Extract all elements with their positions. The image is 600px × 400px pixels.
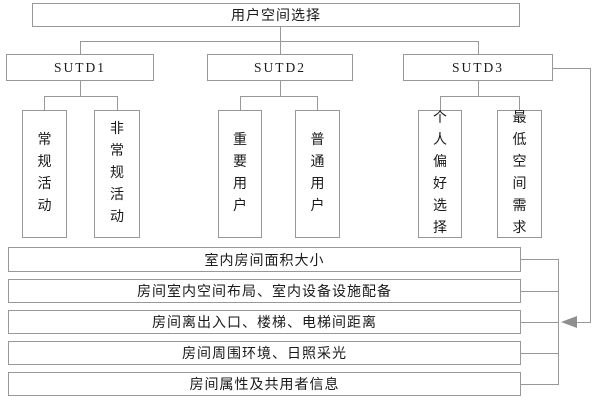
- criteria-bar-label: 房间离出入口、楼梯、电梯间距离: [152, 316, 377, 331]
- connector-line: [317, 96, 318, 110]
- connector-line: [240, 96, 241, 110]
- criteria-bar-distance: 房间离出入口、楼梯、电梯间距离: [8, 310, 521, 334]
- connector-line: [117, 96, 118, 110]
- leaf-node-label: 非常规活动: [110, 122, 124, 225]
- connector-line: [80, 41, 81, 54]
- connector-line: [519, 96, 520, 110]
- connector-line: [521, 322, 559, 323]
- criteria-bar-attributes-cousers: 房间属性及共用者信息: [8, 372, 521, 396]
- leaf-node-regular-activities: 常规活动: [22, 110, 67, 238]
- connector-line: [440, 96, 441, 110]
- connector-line: [80, 41, 478, 42]
- leaf-node-personal-preference: 个人偏好选择: [418, 110, 462, 238]
- leaf-node-label: 普通用户: [310, 133, 325, 214]
- branch-node-label: SUTD3: [451, 59, 504, 75]
- connector-line: [44, 96, 118, 97]
- connector-line: [280, 81, 281, 96]
- leaf-node-important-users: 重要用户: [218, 110, 262, 238]
- leaf-node-label: 最低空间需求: [512, 111, 527, 236]
- connector-line: [478, 41, 479, 54]
- leaf-node-label: 个人偏好选择: [433, 111, 447, 236]
- root-node-label: 用户空间选择: [231, 9, 321, 24]
- branch-node-sutd1: SUTD1: [6, 54, 154, 81]
- connector-line: [240, 96, 318, 97]
- connector-line: [80, 81, 81, 96]
- arrowhead-left-icon: [561, 316, 577, 328]
- connector-line: [521, 259, 559, 260]
- leaf-node-label: 重要用户: [233, 133, 247, 214]
- criteria-bar-environment-daylight: 房间周围环境、日照采光: [8, 341, 521, 365]
- branch-node-label: SUTD2: [253, 59, 306, 75]
- leaf-node-label: 常规活动: [37, 133, 52, 214]
- connector-line: [553, 68, 590, 69]
- criteria-bar-label: 室内房间面积大小: [204, 253, 325, 269]
- connector-line: [590, 68, 591, 323]
- branch-node-sutd2: SUTD2: [207, 54, 353, 81]
- leaf-node-ordinary-users: 普通用户: [295, 110, 340, 238]
- connector-line: [521, 384, 559, 385]
- connector-line: [521, 291, 559, 292]
- connector-line: [521, 353, 559, 354]
- criteria-bar-layout-equipment: 房间室内空间布局、室内设备设施配备: [8, 279, 521, 303]
- branch-node-label: SUTD1: [53, 59, 106, 75]
- leaf-node-minimum-space-demand: 最低空间需求: [497, 110, 542, 238]
- connector-line: [44, 96, 45, 110]
- criteria-bar-label: 房间周围环境、日照采光: [182, 347, 347, 362]
- connector-line: [280, 27, 281, 41]
- connector-line: [478, 81, 479, 96]
- connector-line: [440, 96, 520, 97]
- branch-node-sutd3: SUTD3: [403, 54, 553, 81]
- criteria-bar-label: 房间属性及共用者信息: [189, 378, 340, 393]
- criteria-bar-room-area: 室内房间面积大小: [8, 247, 521, 272]
- criteria-bar-label: 房间室内空间布局、室内设备设施配备: [137, 285, 392, 300]
- connector-line: [577, 322, 590, 323]
- connector-line: [280, 41, 281, 54]
- root-node-user-space-selection: 用户空间选择: [32, 3, 520, 27]
- leaf-node-non-regular-activities: 非常规活动: [94, 110, 140, 238]
